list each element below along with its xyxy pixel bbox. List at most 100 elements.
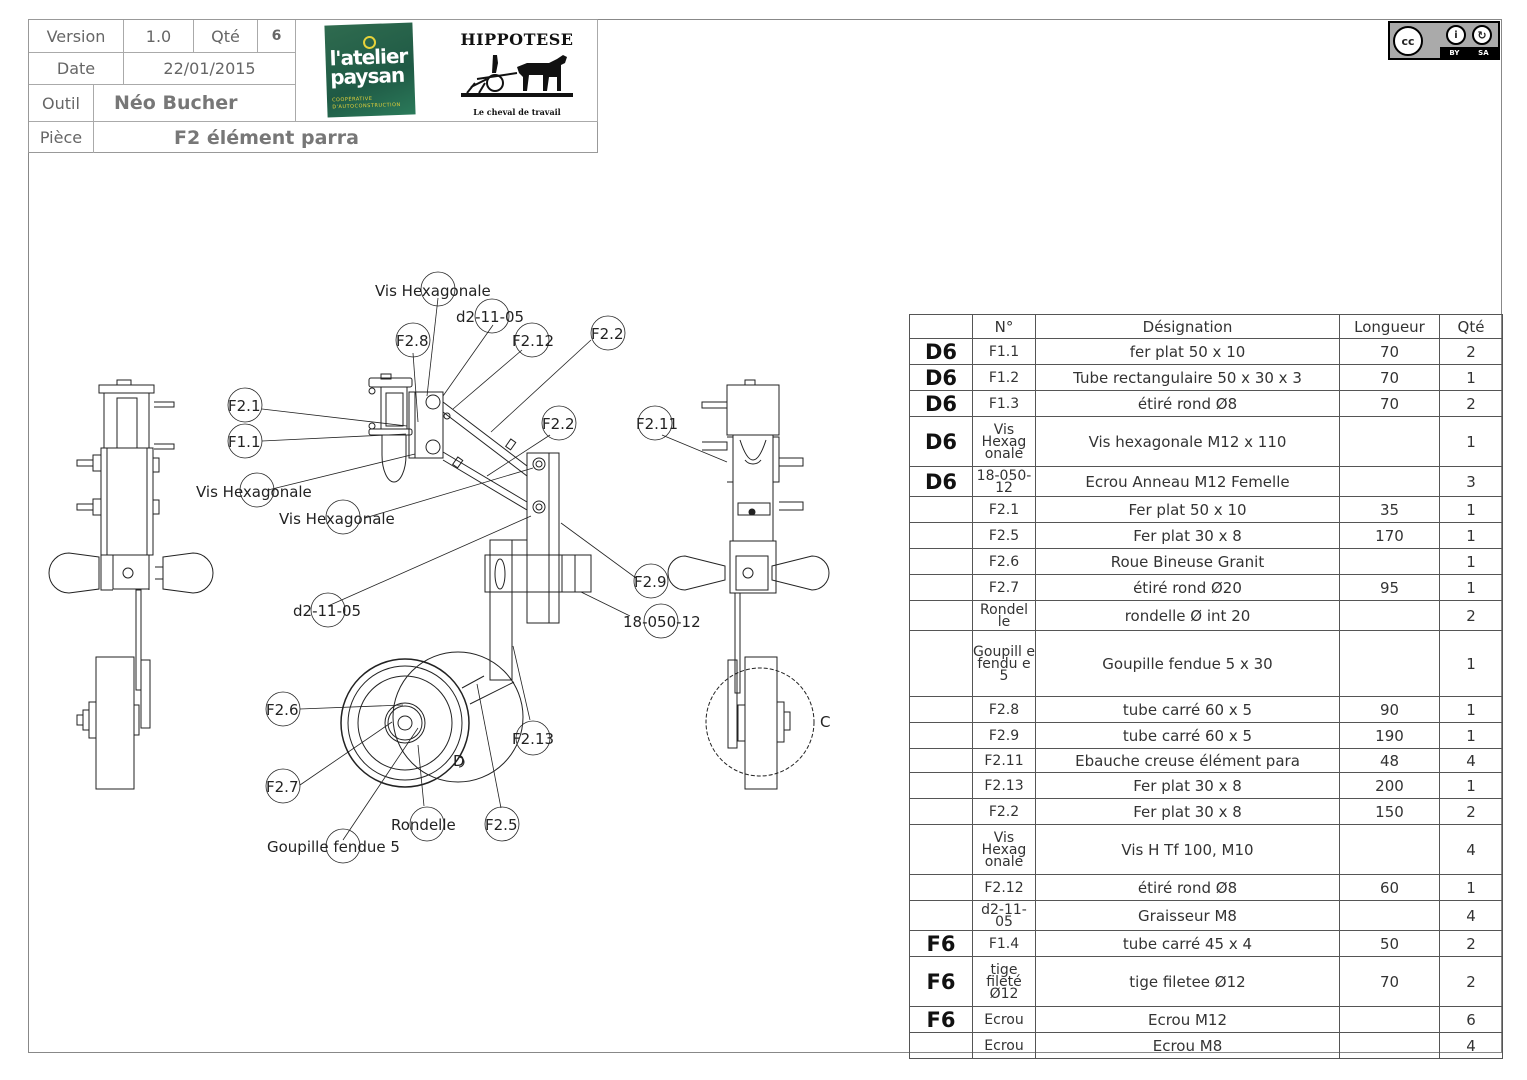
bom-number-cell: F2.12 xyxy=(972,874,1036,901)
callout-vis-hex-top: Vis Hexagonale xyxy=(375,282,491,300)
bom-number-cell: F2.13 xyxy=(972,772,1036,799)
bom-designation-cell: Goupille fendue 5 x 30 xyxy=(1035,630,1340,697)
bom-designation-cell: Fer plat 30 x 8 xyxy=(1035,522,1340,549)
bom-qty-cell: 4 xyxy=(1439,900,1503,931)
callout-f2-2-top: F2.2 xyxy=(591,325,623,343)
share-alike-icon: ↻ xyxy=(1472,25,1492,45)
f2-8-tube xyxy=(414,391,444,459)
callout-f2-2-mid: F2.2 xyxy=(542,415,574,433)
bom-length-cell xyxy=(1339,548,1440,575)
bom-number-cell: F1.2 xyxy=(972,364,1036,391)
date-label: Date xyxy=(29,53,124,85)
bom-number-cell: Goupill e fendu e 5 xyxy=(972,630,1036,697)
bom-designation-cell: Ecrou Anneau M12 Femelle xyxy=(1035,466,1340,497)
callout-rondelle: Rondelle xyxy=(391,816,456,834)
version-value: 1.0 xyxy=(124,20,194,53)
callout-f2-5: F2.5 xyxy=(485,816,517,834)
bom-designation-cell: rondelle Ø int 20 xyxy=(1035,600,1340,631)
qty-value: 6 xyxy=(258,20,296,53)
bom-header-row: N° Désignation Longueur Qté xyxy=(909,314,1503,339)
bom-number-cell: F2.9 xyxy=(972,722,1036,749)
bom-qty-cell: 1 xyxy=(1439,874,1503,901)
bom-qty-cell: 4 xyxy=(1439,824,1503,875)
title-block: Version 1.0 Qté 6 Date 22/01/2015 Outil … xyxy=(28,19,598,153)
bom-group-cell xyxy=(909,696,973,723)
sa-label: SA xyxy=(1478,48,1489,57)
vertical-tube xyxy=(100,447,154,556)
bom-designation-cell: Fer plat 30 x 8 xyxy=(1035,798,1340,825)
bom-group-cell: F6 xyxy=(909,930,973,957)
bom-group-cell xyxy=(909,748,973,773)
bom-length-cell: 50 xyxy=(1339,930,1440,957)
bom-qty-cell: 3 xyxy=(1439,466,1503,497)
bom-length-cell xyxy=(1339,900,1440,931)
detail-d-label: D xyxy=(453,752,465,770)
bom-designation-cell: tige filetee Ø12 xyxy=(1035,956,1340,1007)
ring-nut-left xyxy=(48,552,100,594)
bom-length-cell xyxy=(1339,600,1440,631)
callout-f2-7: F2.7 xyxy=(266,778,298,796)
bom-number-cell: F2.8 xyxy=(972,696,1036,723)
bom-number-cell: F2.2 xyxy=(972,798,1036,825)
attribution-icon: i xyxy=(1446,25,1466,45)
bom-group-cell xyxy=(909,722,973,749)
bom-qty-cell: 2 xyxy=(1439,390,1503,417)
center-view xyxy=(340,373,592,788)
bom-length-cell: 35 xyxy=(1339,496,1440,523)
callout-18-050-12: 18-050-12 xyxy=(623,613,701,631)
bom-qty-cell: 1 xyxy=(1439,630,1503,697)
bom-designation-cell: Ecrou M12 xyxy=(1035,1006,1340,1033)
top-plate xyxy=(98,384,155,394)
bom-group-cell: D6 xyxy=(909,466,973,497)
date-value: 22/01/2015 xyxy=(124,53,296,85)
bom-qty-cell: 1 xyxy=(1439,722,1503,749)
bom-qty-cell: 2 xyxy=(1439,798,1503,825)
bom-qty-cell: 1 xyxy=(1439,574,1503,601)
wheel xyxy=(340,658,470,788)
header-group xyxy=(909,314,973,339)
bom-number-cell: F2.7 xyxy=(972,574,1036,601)
bom-group-cell xyxy=(909,496,973,523)
bom-designation-cell: étiré rond Ø20 xyxy=(1035,574,1340,601)
bom-qty-cell: 1 xyxy=(1439,696,1503,723)
top-block xyxy=(726,384,780,436)
bom-length-cell xyxy=(1339,416,1440,467)
bom-number-cell: Vis Hexag onale xyxy=(972,824,1036,875)
bom-length-cell: 70 xyxy=(1339,338,1440,365)
bom-designation-cell: Ebauche creuse élément para xyxy=(1035,748,1340,773)
version-label: Version xyxy=(29,20,124,53)
tool-value: Néo Bucher xyxy=(94,85,296,122)
bom-group-cell: D6 xyxy=(909,416,973,467)
bom-qty-cell: 1 xyxy=(1439,548,1503,575)
callout-f2-12: F2.12 xyxy=(512,332,554,350)
bom-group-cell: F6 xyxy=(909,1006,973,1033)
callout-d2-11-05-top: d2-11-05 xyxy=(456,308,524,326)
bom-designation-cell: tube carré 60 x 5 xyxy=(1035,722,1340,749)
bom-group-cell xyxy=(909,874,973,901)
bom-number-cell: F2.6 xyxy=(972,548,1036,575)
leaders xyxy=(261,297,728,841)
bom-number-cell: Rondel le xyxy=(972,600,1036,631)
bom-group-cell xyxy=(909,772,973,799)
bom-length-cell xyxy=(1339,1006,1440,1033)
bom-length-cell: 95 xyxy=(1339,574,1440,601)
bom-group-cell: D6 xyxy=(909,390,973,417)
by-label: BY xyxy=(1449,48,1460,57)
